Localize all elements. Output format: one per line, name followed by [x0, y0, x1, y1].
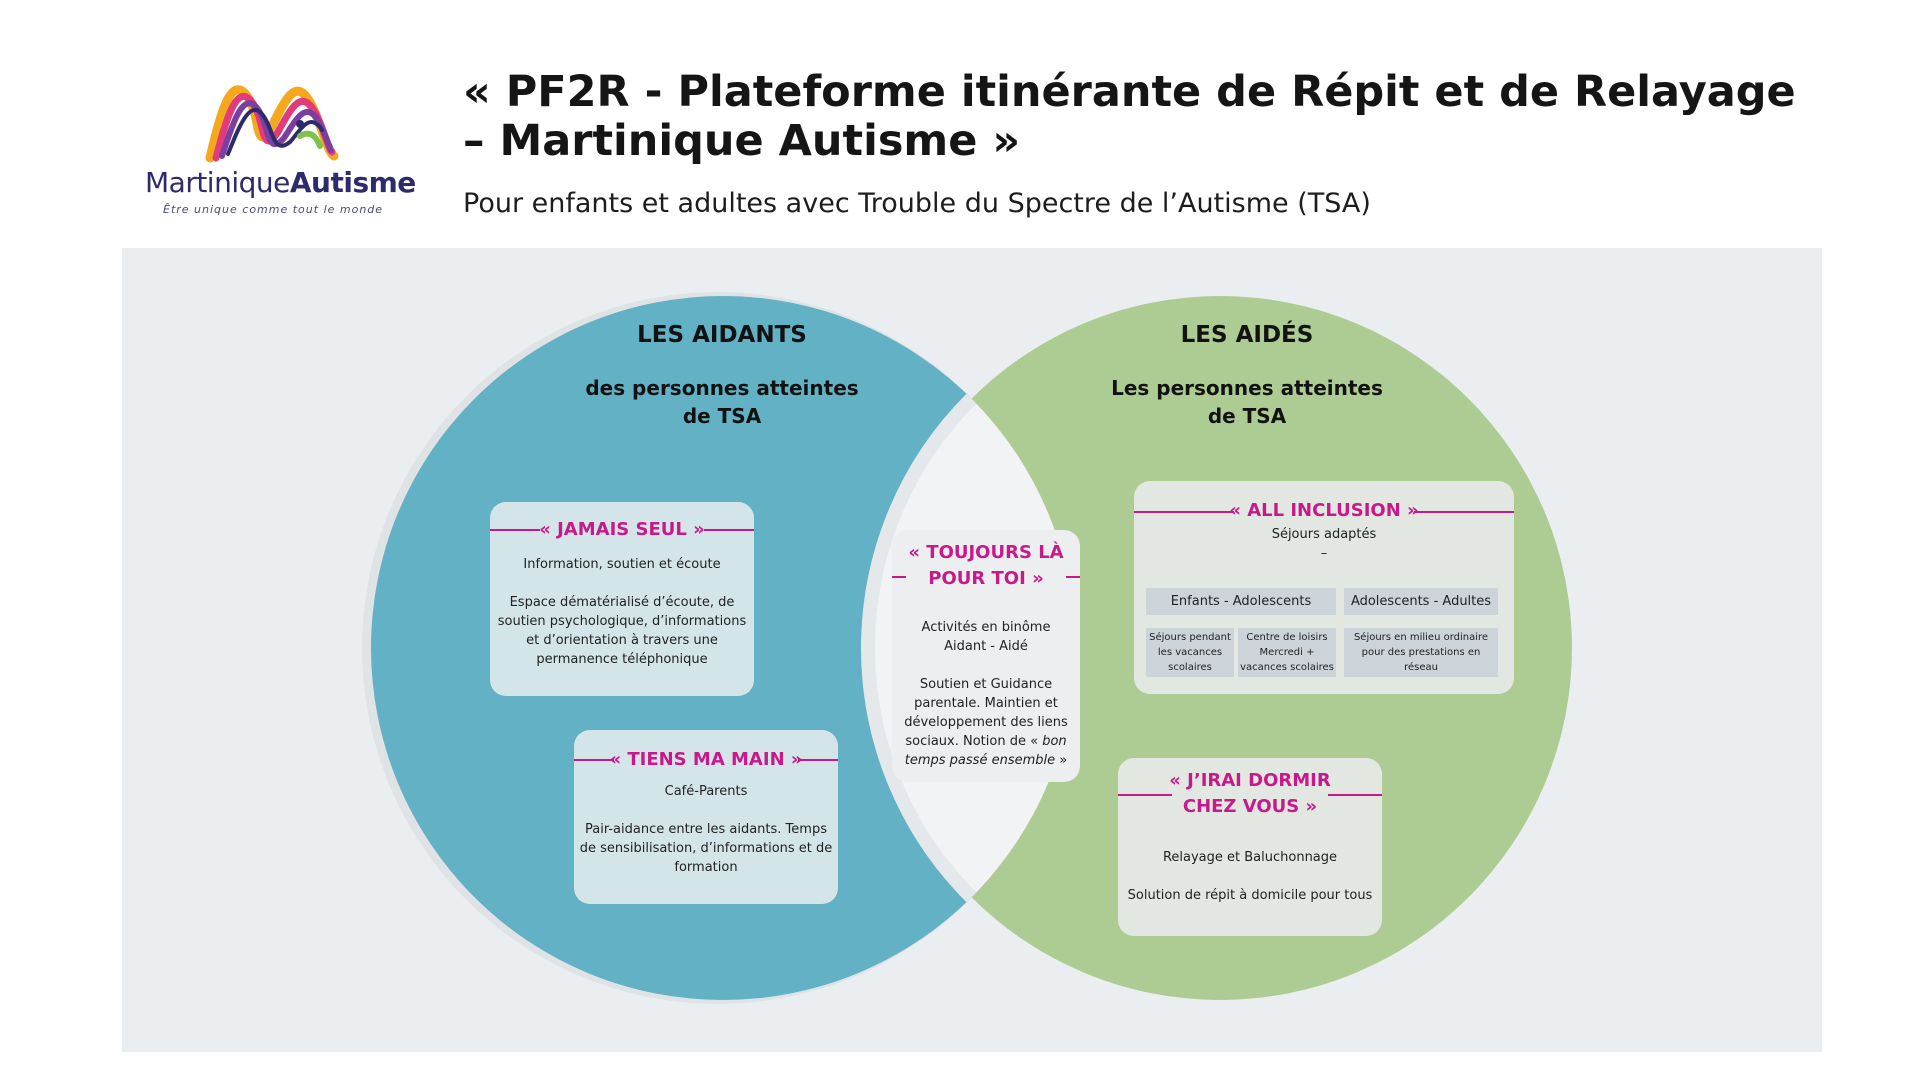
heading-rule	[1134, 511, 1234, 513]
tiens-ma-main-line2: Pair-aidance entre les aidants. Temps de…	[579, 822, 833, 875]
logo-name-bold: Autisme	[289, 166, 416, 199]
logo-waves-icon	[205, 85, 339, 163]
heading-rule	[892, 576, 906, 578]
heading-rule	[704, 529, 754, 531]
aides-subtitle-line1: Les personnes atteintes	[1111, 376, 1383, 400]
logo-wordmark: MartiniqueAutisme	[145, 166, 416, 199]
heading-rule	[1414, 511, 1514, 513]
toujours-la-line2-end: »	[1059, 753, 1068, 768]
jirai-dormir-heading-line1: « J’IRAI DORMIR	[1169, 770, 1331, 791]
heading-rule	[1118, 794, 1172, 796]
aidants-subtitle-line1: des personnes atteintes	[585, 376, 859, 400]
logo-name-regular: Martinique	[145, 166, 290, 199]
jamais-seul-card: « JAMAIS SEUL » Information, soutien et …	[490, 502, 754, 696]
jamais-seul-heading: « JAMAIS SEUL »	[539, 519, 705, 540]
aidants-title: LES AIDANTS	[637, 322, 807, 348]
tiens-ma-main-heading: « TIENS MA MAIN »	[609, 749, 803, 770]
chip-adolescents-adultes: Adolescents - Adultes	[1344, 588, 1498, 615]
toujours-la-heading-line2: POUR TOI »	[928, 568, 1044, 589]
all-inclusion-heading: « ALL INCLUSION »	[1229, 500, 1419, 521]
heading-rule	[1066, 576, 1080, 578]
toujours-la-line2: Soutien et Guidance parentale. Maintien …	[892, 675, 1080, 770]
all-inclusion-dash: –	[1320, 546, 1328, 561]
chip-enfants-adolescents: Enfants - Adolescents	[1146, 588, 1336, 615]
toujours-la-heading: « TOUJOURS LÀ POUR TOI »	[892, 540, 1080, 592]
jirai-dormir-line2: Solution de répit à domicile pour tous	[1127, 888, 1373, 903]
heading-rule	[798, 759, 838, 761]
toujours-la-line2-start: Soutien et Guidance parentale. Maintien …	[904, 677, 1068, 749]
aidants-subtitle-line2: de TSA	[682, 404, 762, 428]
aides-title: LES AIDÉS	[1180, 322, 1314, 348]
tiens-ma-main-line1: Café-Parents	[664, 784, 748, 799]
toujours-la-heading-line1: « TOUJOURS LÀ	[908, 542, 1064, 563]
mini-centre-loisirs: Centre de loisirs Mercredi + vacances sc…	[1238, 628, 1336, 677]
toujours-la-card: « TOUJOURS LÀ POUR TOI » Activités en bi…	[892, 530, 1080, 782]
toujours-la-line2-italic: bon temps passé ensemble	[904, 734, 1067, 768]
all-inclusion-card: « ALL INCLUSION » Séjours adaptés – Enfa…	[1134, 481, 1514, 694]
mini-milieu-ordinaire: Séjours en milieu ordinaire pour des pre…	[1344, 628, 1498, 677]
tiens-ma-main-card: « TIENS MA MAIN » Café-Parents Pair-aida…	[574, 730, 838, 904]
venn-diagram	[362, 292, 1572, 1004]
heading-rule	[1328, 794, 1382, 796]
mini-sejours-vacances: Séjours pendant les vacances scolaires	[1146, 628, 1234, 677]
jirai-dormir-heading-line2: CHEZ VOUS »	[1182, 796, 1318, 817]
toujours-la-line1: Activités en binôme Aidant - Aidé	[921, 620, 1051, 654]
aides-subtitle: Les personnes atteintes de TSA	[1082, 374, 1412, 430]
logo-tagline: Être unique comme tout le monde	[163, 203, 384, 216]
diagram-panel: LES AIDANTS des personnes atteintes de T…	[122, 248, 1822, 1052]
jirai-dormir-heading: « J’IRAI DORMIR CHEZ VOUS »	[1118, 768, 1382, 820]
jamais-seul-line1: Information, soutien et écoute	[523, 557, 721, 572]
all-inclusion-line1: Séjours adaptés	[1271, 527, 1377, 542]
jirai-dormir-line1: Relayage et Baluchonnage	[1162, 850, 1338, 865]
heading-rule	[574, 759, 614, 761]
page-title: « PF2R - Plateforme itinérante de Répit …	[463, 67, 1796, 166]
aidants-subtitle: des personnes atteintes de TSA	[572, 374, 872, 430]
page-subtitle: Pour enfants et adultes avec Trouble du …	[463, 188, 1371, 219]
jirai-dormir-card: « J’IRAI DORMIR CHEZ VOUS » Relayage et …	[1118, 758, 1382, 936]
logo: MartiniqueAutisme Être unique comme tout…	[140, 66, 420, 226]
aides-subtitle-line2: de TSA	[1207, 404, 1287, 428]
heading-rule	[490, 529, 540, 531]
jamais-seul-line2: Espace dématérialisé d’écoute, de soutie…	[497, 595, 747, 667]
